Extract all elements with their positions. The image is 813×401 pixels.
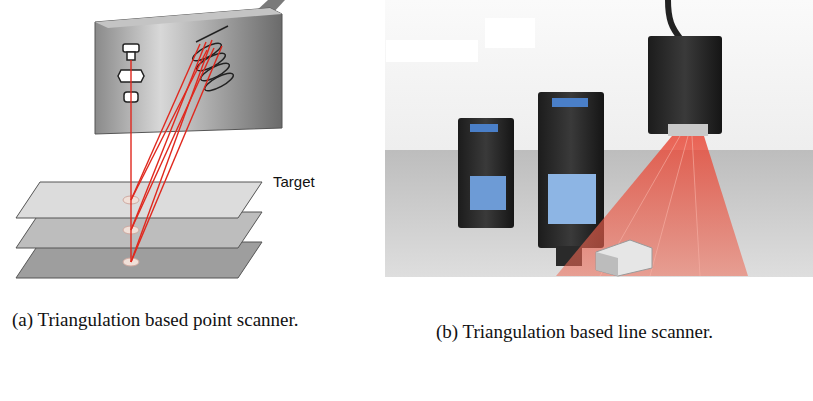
- sensor-head: [648, 36, 722, 136]
- sensor-small: [458, 118, 514, 228]
- white-patch: [386, 40, 478, 62]
- subfigure-caption: (a) Triangulation based point scanner.: [12, 308, 304, 332]
- part-label: Target: [273, 173, 315, 190]
- housing-top: [95, 8, 282, 28]
- scanned-part: [596, 240, 652, 276]
- laser-fan: [556, 136, 748, 276]
- line-scanner-figure: [385, 0, 813, 277]
- laser-beams: [131, 40, 222, 262]
- subfigure-caption: (b) Triangulation based line scanner.: [436, 320, 713, 344]
- point-scanner-figure: [16, 0, 285, 278]
- white-patch: [485, 18, 535, 48]
- cable: [668, 0, 680, 38]
- target-planes: [16, 182, 262, 278]
